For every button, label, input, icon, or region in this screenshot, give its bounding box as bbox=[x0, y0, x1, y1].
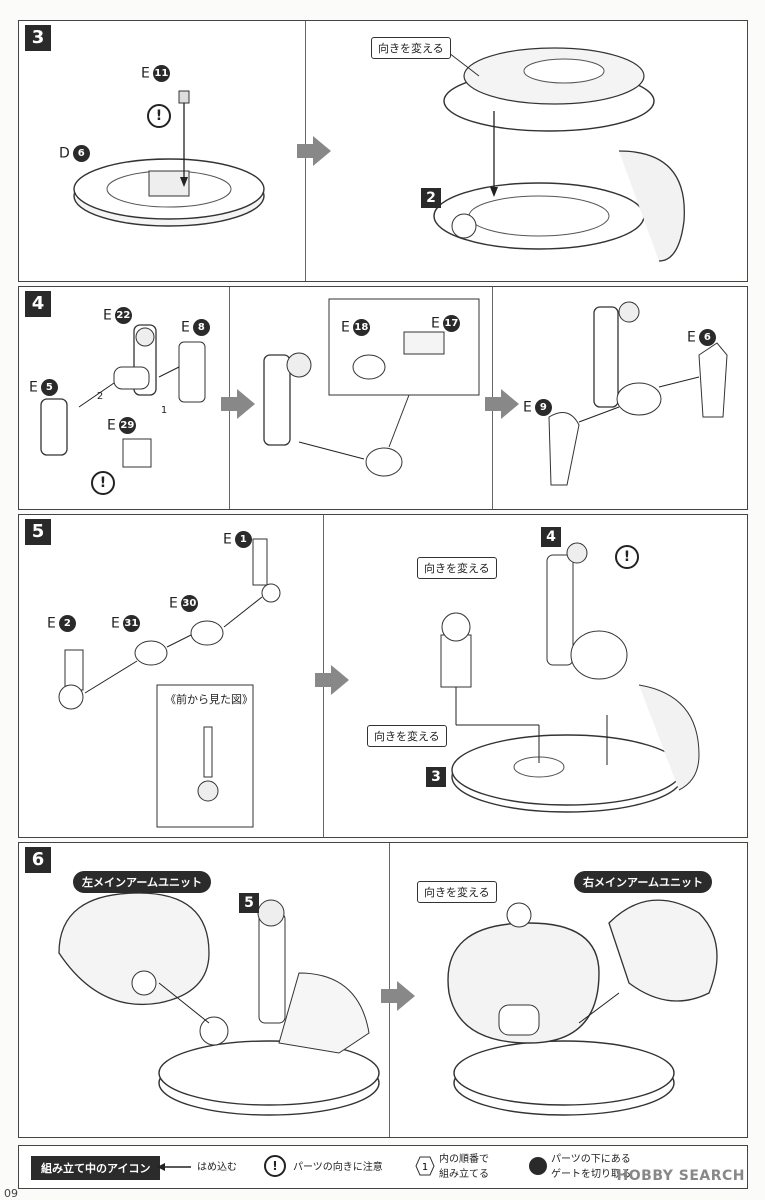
insert-arrow-icon bbox=[157, 1163, 191, 1171]
hexagon-order-icon: 1 bbox=[415, 1156, 435, 1176]
step-number: 3 bbox=[25, 25, 51, 51]
legend-gate: パーツの下にあるゲートを切り取る bbox=[551, 1154, 631, 1180]
caution-icon: ! bbox=[147, 104, 171, 128]
icon-legend: 組み立て中のアイコン はめ込む ! パーツの向きに注意 1 内の順番で組み立てる… bbox=[18, 1145, 748, 1189]
caution-icon: ! bbox=[264, 1155, 286, 1177]
right-main-arm-label: 右メインアームユニット bbox=[574, 871, 713, 893]
step-3-illustration bbox=[73, 47, 685, 262]
right-arrow-icon bbox=[221, 389, 255, 419]
gate-cut-icon bbox=[529, 1157, 547, 1175]
right-arrow-icon bbox=[297, 136, 331, 166]
change-direction-callout: 向きを変える bbox=[417, 881, 497, 903]
change-direction-callout: 向きを変える bbox=[417, 557, 497, 579]
right-arrow-icon bbox=[315, 665, 349, 695]
order-mark-2: 2 bbox=[96, 391, 104, 402]
step-number: 4 bbox=[25, 291, 51, 317]
svg-text:1: 1 bbox=[422, 1162, 428, 1173]
step-6-panel: 6 左メインアームユニット 右メインアームユニット 5 向きを変える bbox=[18, 842, 748, 1138]
legend-insert: はめ込む bbox=[197, 1162, 237, 1173]
order-mark-1: 1 bbox=[160, 405, 168, 416]
change-direction-callout: 向きを変える bbox=[371, 37, 451, 59]
legend-caution: パーツの向きに注意 bbox=[293, 1162, 383, 1173]
watermark: HOBBY SEARCH bbox=[616, 1168, 745, 1184]
step-number: 5 bbox=[25, 519, 51, 545]
right-arrow-icon bbox=[381, 981, 415, 1011]
step-5-illustration bbox=[58, 538, 700, 828]
legend-order: 内の順番で組み立てる bbox=[439, 1154, 489, 1180]
ref-unit-4: 4 bbox=[541, 527, 561, 547]
ref-unit-3: 3 bbox=[426, 767, 446, 787]
change-direction-callout: 向きを変える bbox=[367, 725, 447, 747]
legend-title: 組み立て中のアイコン bbox=[31, 1156, 161, 1180]
left-main-arm-label: 左メインアームユニット bbox=[73, 871, 212, 893]
right-arrow-icon bbox=[485, 389, 519, 419]
caution-icon: ! bbox=[91, 471, 115, 495]
ref-unit-2: 2 bbox=[421, 188, 441, 208]
page-number: 09 bbox=[4, 1187, 18, 1200]
step-6-illustration bbox=[58, 892, 718, 1116]
step-number: 6 bbox=[25, 847, 51, 873]
ref-unit-5: 5 bbox=[239, 893, 259, 913]
front-view-label: 《前から見た図》 bbox=[165, 693, 253, 706]
caution-icon: ! bbox=[615, 545, 639, 569]
step-4-illustration bbox=[40, 298, 728, 486]
